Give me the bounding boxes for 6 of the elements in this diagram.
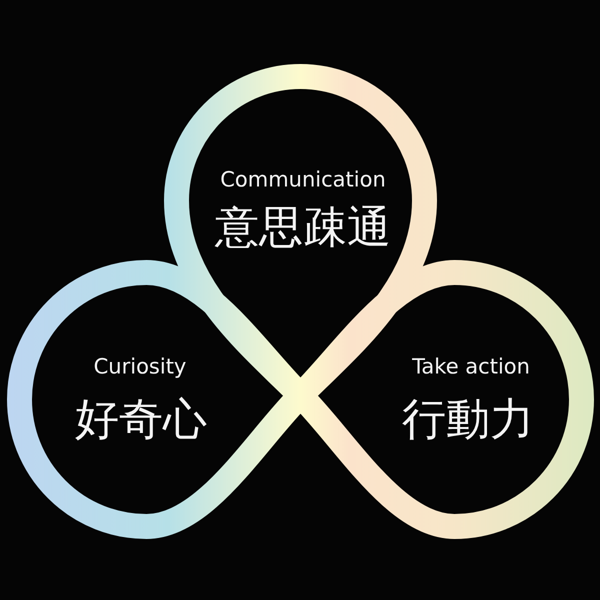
japanese-title: 好奇心: [75, 396, 207, 444]
english-caption: Communication: [220, 168, 386, 192]
japanese-title: 行動力: [402, 396, 534, 444]
english-caption: Curiosity: [94, 355, 186, 379]
japanese-title: 意思疎通: [215, 204, 391, 252]
english-caption: Take action: [412, 355, 530, 379]
